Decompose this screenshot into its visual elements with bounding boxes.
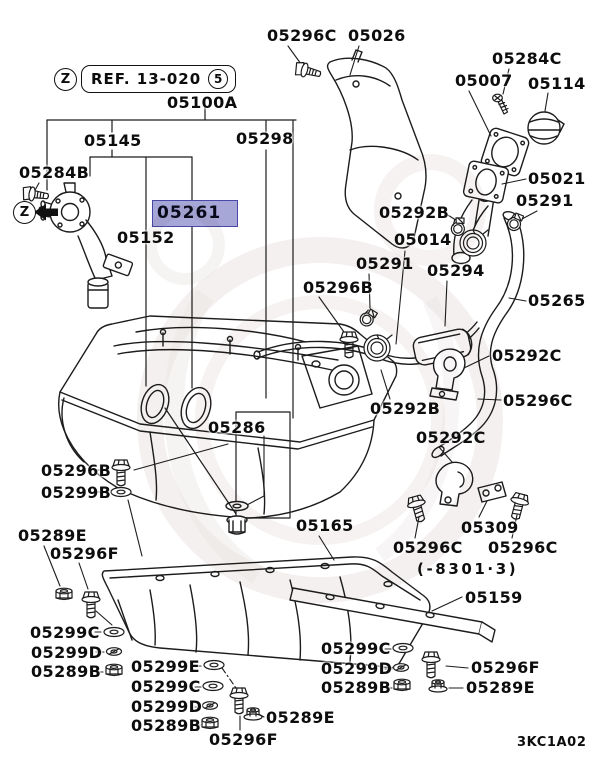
dash-leader-lines (221, 667, 237, 689)
part-label[interactable]: 05299E (131, 657, 200, 676)
part-label[interactable]: 05296F (471, 658, 540, 677)
part-label[interactable]: (-8301·3) (417, 560, 519, 578)
part-label[interactable]: 05291 (356, 254, 414, 273)
part-label[interactable]: 05284B (19, 163, 90, 182)
part-label[interactable]: 05100A (167, 93, 238, 112)
part-label[interactable]: 05292B (370, 399, 441, 418)
part-label[interactable]: 05265 (528, 291, 586, 310)
part-label[interactable]: 05299C (131, 677, 201, 696)
part-label[interactable]: 05289B (131, 716, 202, 735)
reference-text: REF. 13-020 (91, 69, 202, 88)
part-label[interactable]: 05289B (321, 678, 392, 697)
part-label[interactable]: 05284C (492, 49, 562, 68)
part-label[interactable]: 05292C (492, 346, 562, 365)
leader-line (95, 610, 113, 626)
part-label[interactable]: 05289E (466, 678, 535, 697)
leader-line (43, 545, 61, 587)
part-label[interactable]: 05296C (393, 538, 463, 557)
part-label[interactable]: 05296F (50, 544, 119, 563)
part-label[interactable]: 05014 (394, 230, 452, 249)
part-label[interactable]: 05289E (266, 708, 335, 727)
part-label[interactable]: 05145 (84, 131, 142, 150)
part-label[interactable]: 05296F (209, 730, 278, 749)
leader-line (508, 297, 527, 302)
part-label[interactable]: 05291 (516, 191, 574, 210)
leader-line (521, 210, 538, 220)
leader-line (544, 92, 549, 112)
fuel-pump-drawing (38, 182, 134, 309)
part-label[interactable]: 05296B (41, 461, 112, 480)
part-label[interactable]: 05289E (18, 526, 87, 545)
part-label[interactable]: 05021 (528, 169, 586, 188)
part-label[interactable]: 05299C (30, 623, 100, 642)
part-label[interactable]: 05299D (31, 643, 103, 662)
part-label[interactable]: 05026 (348, 26, 406, 45)
part-label[interactable]: 05159 (465, 588, 523, 607)
part-label[interactable]: 05309 (461, 518, 519, 537)
part-label[interactable]: 05294 (427, 261, 485, 280)
part-label[interactable]: 05299D (321, 659, 393, 678)
part-label[interactable]: 05299C (321, 639, 391, 658)
zone-marker-badge: Z (13, 201, 36, 224)
part-label[interactable]: 05299B (41, 483, 112, 502)
part-label[interactable]: 05292B (379, 203, 450, 222)
leader-line (349, 45, 360, 76)
part-label[interactable]: 05286 (208, 418, 266, 437)
part-label[interactable]: 05292C (416, 428, 486, 447)
part-label[interactable]: 05298 (236, 129, 294, 148)
part-label[interactable]: 05296B (303, 278, 374, 297)
part-label[interactable]: 05165 (296, 516, 354, 535)
part-label[interactable]: 05152 (117, 228, 175, 247)
leader-line (287, 45, 302, 65)
reference-page-badge: 5 (208, 69, 229, 89)
reference-box[interactable]: Z REF. 13-020 5 (54, 65, 237, 93)
zone-marker: Z (13, 201, 36, 224)
part-label[interactable]: 05296C (503, 391, 573, 410)
z-arrow-icon (34, 204, 58, 221)
reference-pill: REF. 13-020 5 (81, 65, 237, 93)
diagram-code: 3KC1A02 (517, 735, 587, 750)
part-label[interactable]: 05007 (455, 71, 513, 90)
part-label[interactable]: 05296C (488, 538, 558, 557)
part-label[interactable]: 05114 (528, 74, 586, 93)
leader-line (502, 68, 510, 95)
leader-line (78, 562, 89, 590)
part-label[interactable]: 05296C (267, 26, 337, 45)
leader-line (501, 178, 527, 185)
leader-line (468, 90, 492, 137)
part-label[interactable]: 05289B (31, 662, 102, 681)
zone-badge: Z (54, 67, 77, 91)
leader-line (445, 665, 469, 669)
leader-line (221, 667, 237, 689)
part-label[interactable]: 05299D (131, 697, 203, 716)
